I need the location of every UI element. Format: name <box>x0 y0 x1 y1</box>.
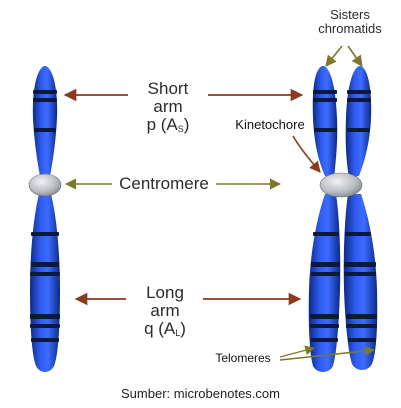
chromatid-right-short-arm <box>345 66 372 178</box>
short-arm-label-line1: Short <box>147 79 189 98</box>
chromatid-left-long-arm <box>308 194 341 372</box>
short-arm-label: Short arm p (AS) <box>128 80 208 134</box>
duplicated-chromosome-centromere <box>319 172 363 198</box>
duplicated-chromosome-bands <box>310 90 377 342</box>
sister-chromatids-arrow-left <box>325 45 343 67</box>
sister-chromatids-label: Sisters chromatids <box>300 8 400 35</box>
long-arm-symbol-text: q (A <box>144 318 176 338</box>
long-arm-symbol: q (AL) <box>126 318 204 338</box>
telomeres-arrow-left <box>279 345 315 358</box>
single-chromosome-bands <box>30 90 60 342</box>
short-arm-symbol-close: ) <box>183 114 190 134</box>
sister-chromatids-label-line1: Sisters <box>330 7 370 22</box>
long-arm-label: Long arm q (AL) <box>126 284 204 338</box>
centromere-label: Centromere <box>112 175 216 193</box>
single-chromosome <box>28 66 62 372</box>
source-caption: Sumber: microbenotes.com <box>121 386 280 401</box>
telomeres-label: Telomeres <box>204 352 282 365</box>
sister-chromatids-label-line2: chromatids <box>318 20 382 36</box>
single-chromosome-long-arm <box>30 194 60 372</box>
kinetochore-label-text: Kinetochore <box>235 117 305 132</box>
telomeres-label-text: Telomeres <box>215 351 271 365</box>
chromatid-left-short-arm <box>312 66 338 178</box>
single-chromosome-short-arm <box>32 66 58 176</box>
long-arm-symbol-close: ) <box>180 318 186 338</box>
kinetochore-label: Kinetochore <box>226 118 314 132</box>
short-arm-subscript: S <box>177 123 184 134</box>
single-chromosome-centromere <box>28 173 62 197</box>
sister-chromatids-arrow-right <box>347 45 363 67</box>
kinetochore-arrow <box>292 135 321 173</box>
long-arm-label-line2: arm <box>150 300 180 320</box>
centromere-label-text: Centromere <box>119 174 209 193</box>
short-arm-symbol-text: p (A <box>146 114 178 134</box>
telomeres-arrow-right <box>279 346 375 361</box>
duplicated-chromosome <box>308 66 378 372</box>
chromatid-right-long-arm <box>343 194 378 370</box>
short-arm-symbol: p (AS) <box>128 114 208 134</box>
long-arm-subscript: L <box>175 327 181 338</box>
long-arm-label-line1: Long <box>146 283 184 302</box>
short-arm-label-line2: arm <box>153 96 183 116</box>
